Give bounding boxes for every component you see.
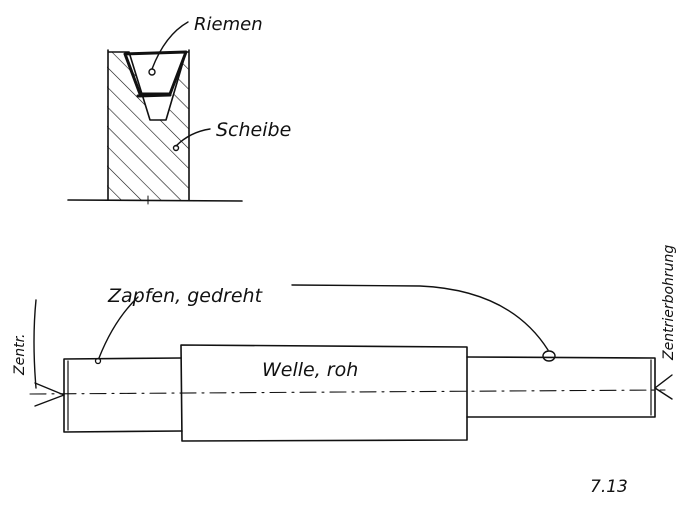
zapfen-left-dot bbox=[94, 357, 102, 365]
zapfen-leader-right bbox=[291, 284, 549, 351]
center-bore-left bbox=[34, 382, 65, 407]
pulley-hatched-body bbox=[107, 52, 189, 200]
pulley-section bbox=[67, 21, 243, 205]
center-bore-right bbox=[654, 374, 673, 400]
shaft-centerline bbox=[29, 389, 666, 395]
pulley-baseline bbox=[67, 199, 243, 202]
label-zapfen-gedreht: Zapfen, gedreht bbox=[107, 285, 264, 307]
shaft-drawing bbox=[29, 284, 673, 442]
zapfen-leader-left bbox=[98, 296, 139, 359]
riemen-leader bbox=[151, 21, 189, 70]
left-journal bbox=[63, 357, 183, 433]
zentr-leader bbox=[33, 299, 37, 389]
label-scheibe: Scheibe bbox=[216, 119, 291, 141]
belt-bottom-line bbox=[136, 93, 172, 98]
figure-number: 7.13 bbox=[590, 477, 628, 497]
label-welle-roh: Welle, roh bbox=[262, 359, 358, 381]
label-zentrierbohrung: Zentrierbohrung bbox=[661, 245, 677, 361]
label-riemen: Riemen bbox=[194, 14, 263, 35]
scheibe-leader bbox=[175, 128, 211, 147]
label-zentr: Zentr. bbox=[12, 334, 28, 377]
right-journal bbox=[466, 356, 656, 418]
belt-marker-dot bbox=[148, 68, 156, 76]
shaft-raw-section bbox=[180, 344, 468, 442]
zapfen-right-dot bbox=[542, 350, 556, 362]
